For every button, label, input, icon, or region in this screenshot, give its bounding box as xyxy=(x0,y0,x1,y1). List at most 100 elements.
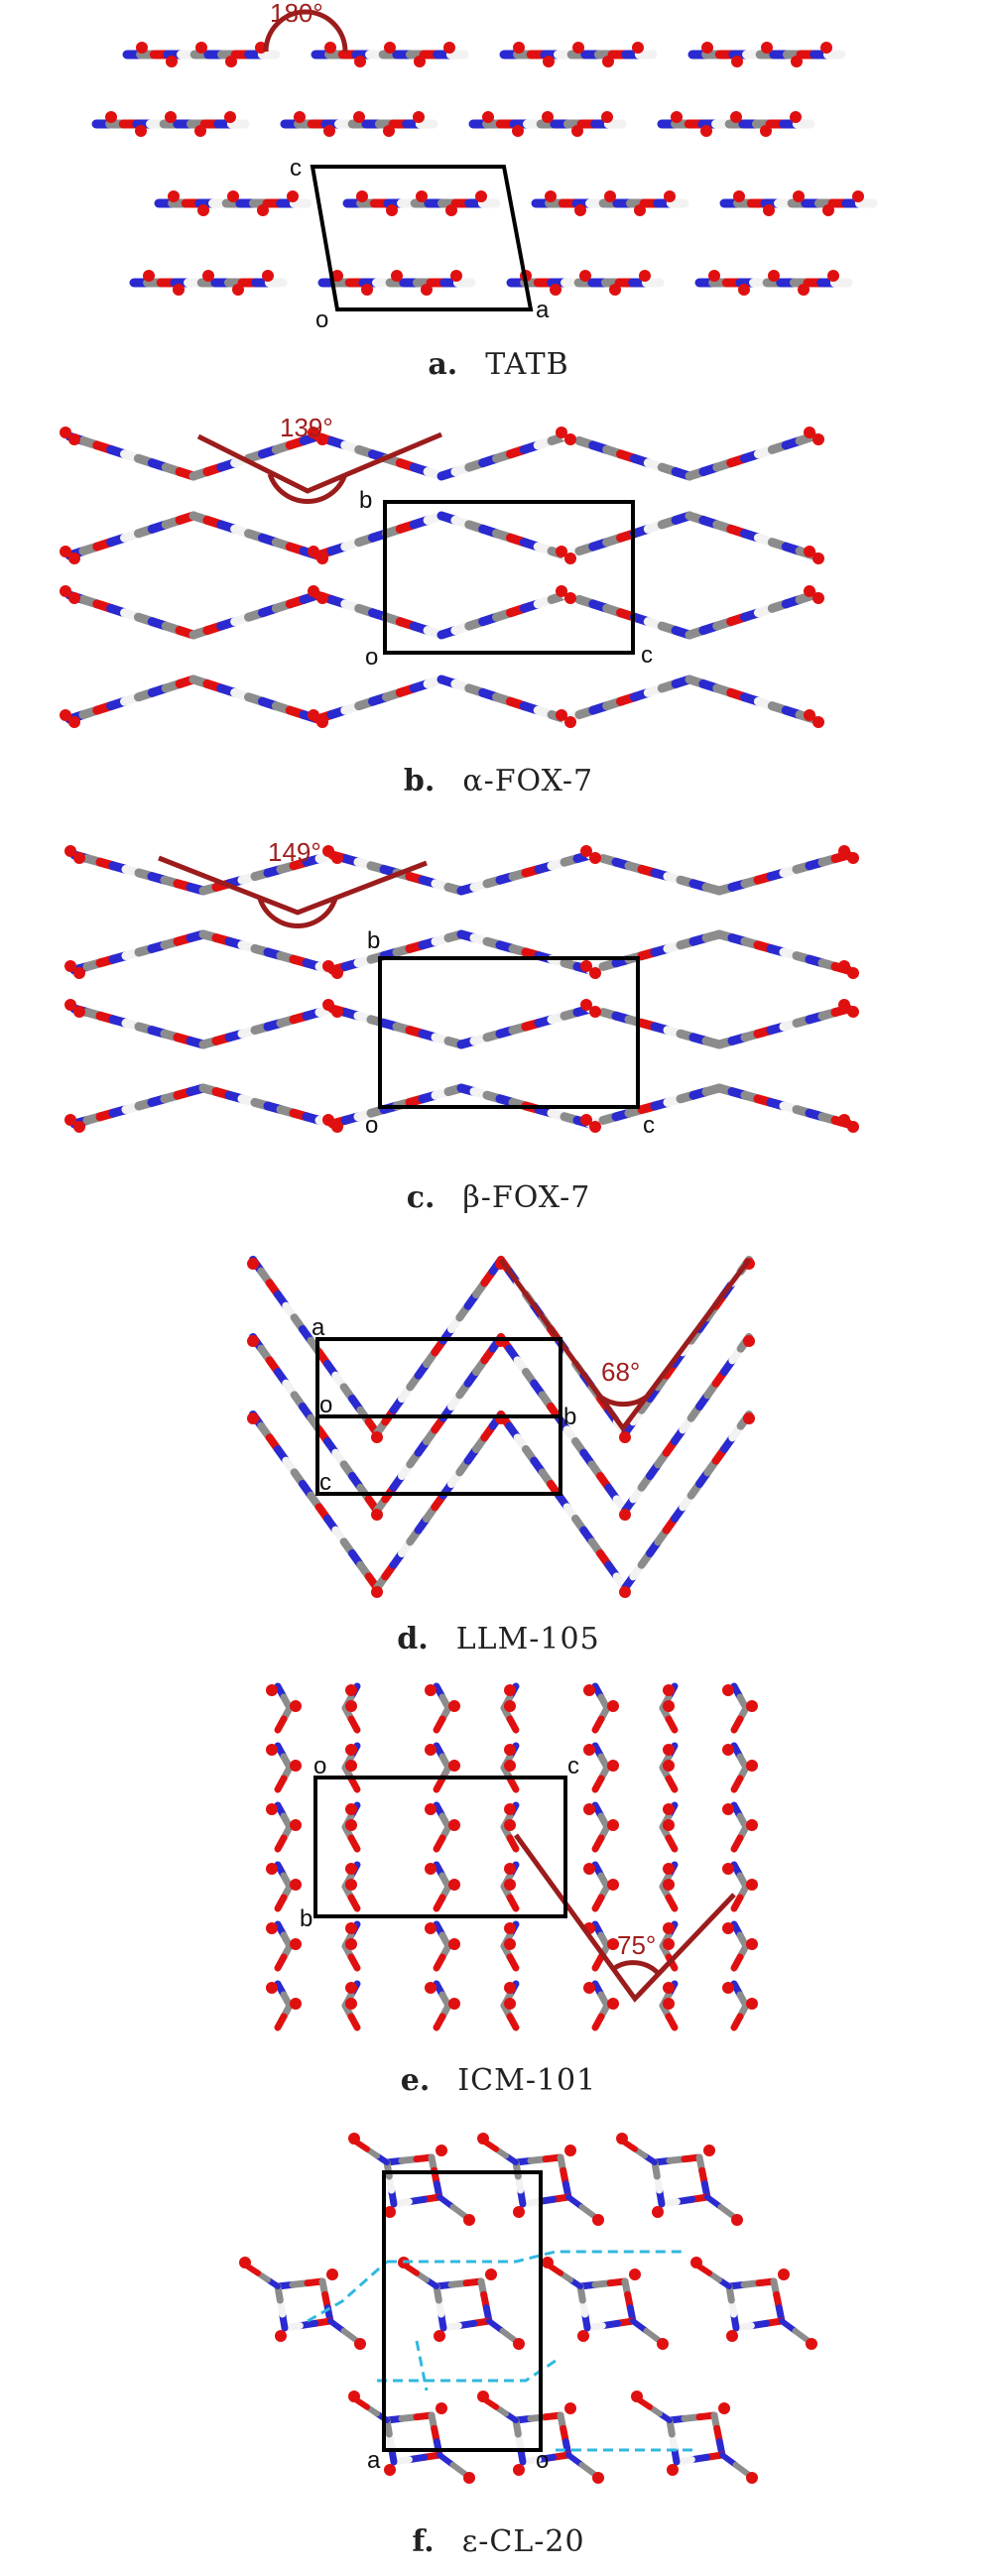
icm101-unit-cell xyxy=(313,1776,567,1918)
atom xyxy=(384,2464,396,2476)
atom xyxy=(414,56,426,67)
bond xyxy=(433,1894,446,1912)
bond xyxy=(591,1715,605,1734)
atom xyxy=(316,552,328,564)
bond xyxy=(274,1894,288,1912)
llm105-axis-a: a xyxy=(312,1314,325,1341)
atom xyxy=(482,111,494,123)
atom xyxy=(663,1879,675,1891)
atom xyxy=(564,592,576,604)
bond xyxy=(591,1834,605,1853)
atom xyxy=(504,1998,516,2010)
atom xyxy=(135,125,147,137)
atom xyxy=(838,999,850,1011)
bond xyxy=(506,1775,520,1793)
atom xyxy=(247,1412,259,1424)
atom xyxy=(746,2472,758,2484)
atom xyxy=(322,1114,334,1126)
caption-e-name: ICM-101 xyxy=(457,2063,597,2098)
atom xyxy=(345,1998,357,2010)
bond xyxy=(696,2264,712,2276)
caption-f-letter: f. xyxy=(412,2524,435,2559)
atom xyxy=(820,42,832,54)
atom xyxy=(847,852,859,864)
caption-d-letter: d. xyxy=(397,1622,429,1656)
atom xyxy=(607,1700,619,1712)
bond xyxy=(730,1894,744,1912)
atom xyxy=(275,2330,287,2342)
bond xyxy=(347,2013,361,2031)
atom xyxy=(60,427,71,438)
atom xyxy=(804,427,815,438)
atom xyxy=(571,125,583,137)
beta-fox7-structure: 149° b o c xyxy=(64,837,859,1139)
atom xyxy=(583,1744,595,1756)
panel-f-cl20: a o f.ε-CL-20 xyxy=(0,2113,997,2576)
alpha-fox7-layers xyxy=(60,427,824,728)
alpha-fox7-axis-c: c xyxy=(641,642,653,669)
atom xyxy=(746,1879,758,1891)
atom xyxy=(290,1700,302,1712)
atom xyxy=(847,1121,859,1133)
panel-c-beta-fox7: 149° b o c c.β-FOX-7 xyxy=(0,813,997,1240)
atom xyxy=(513,2206,525,2218)
atom xyxy=(722,1684,734,1696)
llm105-axis-c: c xyxy=(319,1469,331,1496)
atom xyxy=(583,1803,595,1815)
atom xyxy=(726,2330,738,2342)
atom xyxy=(504,1879,516,1891)
atom xyxy=(345,1938,357,1950)
atom xyxy=(847,967,859,979)
hydrogen-bond-lines xyxy=(307,2250,694,2452)
atom xyxy=(262,270,274,282)
bond xyxy=(792,2328,811,2344)
atom xyxy=(322,960,334,972)
atom xyxy=(609,284,621,296)
beta-fox7-axis-b: b xyxy=(367,927,380,954)
atom xyxy=(607,1760,619,1772)
atom xyxy=(448,1819,460,1831)
tatb-unit-cell xyxy=(310,165,534,311)
icm101-angle-lines xyxy=(513,1833,736,2003)
atom xyxy=(580,999,592,1011)
atom xyxy=(345,1744,357,1756)
icm101-angle-label: 75° xyxy=(617,1930,656,1960)
atom xyxy=(589,1006,601,1018)
atom xyxy=(572,42,584,54)
bond xyxy=(548,2264,563,2276)
atom xyxy=(722,1803,734,1815)
atom xyxy=(194,125,206,137)
atom xyxy=(425,1744,436,1756)
atom xyxy=(504,1863,516,1875)
atom xyxy=(308,427,319,438)
atom xyxy=(504,1982,516,1994)
atom xyxy=(804,585,815,597)
atom xyxy=(68,552,80,564)
atom xyxy=(589,967,601,979)
atom xyxy=(463,2214,475,2226)
atom xyxy=(592,2214,604,2226)
alpha-fox7-angle-lines xyxy=(196,431,442,494)
atom xyxy=(556,709,567,721)
bond xyxy=(578,2462,598,2478)
atom xyxy=(822,204,834,216)
atom xyxy=(504,1684,516,1696)
atom xyxy=(583,1982,595,1994)
atom xyxy=(371,1586,383,1598)
atom xyxy=(580,845,592,857)
bond xyxy=(483,2140,499,2152)
atom xyxy=(607,1998,619,2010)
atom xyxy=(746,1819,758,1831)
atom xyxy=(663,1684,675,1696)
atom xyxy=(580,1114,592,1126)
atom xyxy=(356,190,368,202)
atom xyxy=(353,111,365,123)
bond xyxy=(433,1834,446,1853)
atom xyxy=(202,270,214,282)
atom xyxy=(331,967,343,979)
atom xyxy=(413,111,425,123)
caption-e: e.ICM-101 xyxy=(0,2063,997,2098)
atom xyxy=(663,1803,675,1815)
atom xyxy=(574,204,586,216)
beta-fox7-angle-lines xyxy=(158,855,428,916)
